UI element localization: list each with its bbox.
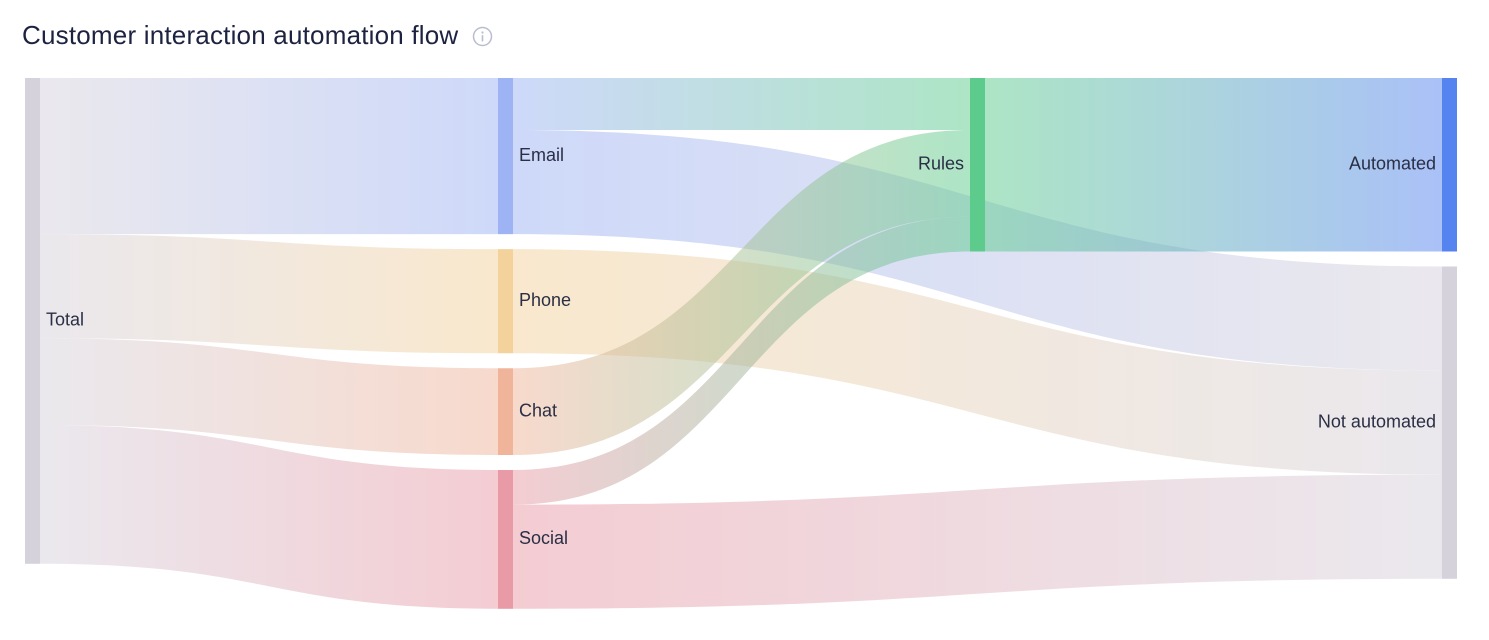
link-rules-to-automated[interactable] — [985, 78, 1442, 252]
chart-header: Customer interaction automation flow — [22, 20, 493, 51]
node-chat[interactable] — [498, 368, 513, 455]
node-email[interactable] — [498, 78, 513, 235]
link-total-to-email[interactable] — [40, 78, 498, 235]
link-total-to-chat[interactable] — [40, 338, 498, 455]
link-total-to-social[interactable] — [40, 425, 498, 609]
node-label-chat: Chat — [519, 400, 557, 420]
node-not_automated[interactable] — [1442, 266, 1457, 579]
link-chat-to-rules[interactable] — [513, 130, 970, 456]
node-total[interactable] — [25, 78, 40, 564]
node-rules[interactable] — [970, 78, 985, 252]
node-label-phone: Phone — [519, 290, 571, 310]
link-email-to-rules[interactable] — [513, 78, 970, 131]
node-phone[interactable] — [498, 249, 513, 354]
node-label-automated: Automated — [1349, 154, 1436, 174]
chart-title: Customer interaction automation flow — [22, 20, 459, 50]
node-automated[interactable] — [1442, 78, 1457, 252]
node-label-social: Social — [519, 528, 568, 548]
node-label-total: Total — [46, 310, 84, 330]
link-social-to-not_automated[interactable] — [513, 474, 1442, 609]
node-label-not_automated: Not automated — [1318, 411, 1436, 431]
node-label-rules: Rules — [918, 154, 964, 174]
link-total-to-phone[interactable] — [40, 234, 498, 354]
node-social[interactable] — [498, 470, 513, 609]
node-label-email: Email — [519, 145, 564, 165]
link-social-to-rules[interactable] — [513, 216, 970, 505]
info-circle-icon[interactable] — [472, 26, 493, 47]
